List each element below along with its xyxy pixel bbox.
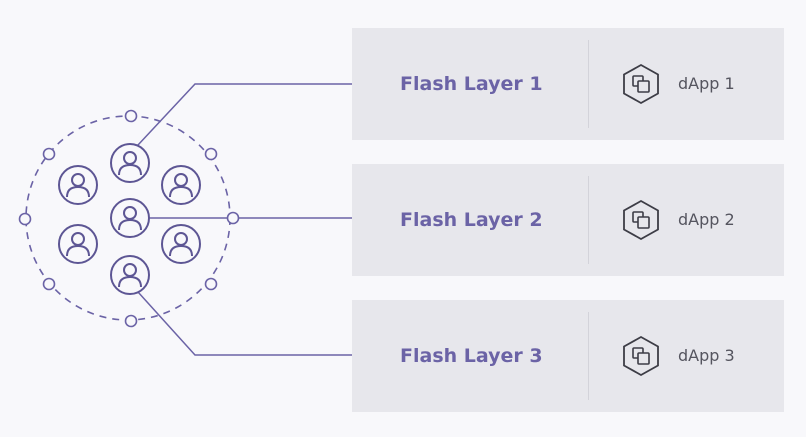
user-icon: [161, 165, 201, 205]
ring-node: [204, 147, 218, 161]
ring-node: [124, 314, 138, 328]
user-icons: [58, 143, 201, 295]
user-icon: [58, 224, 98, 264]
flash-layer-3-panel: Flash Layer 3 dApp 3: [352, 300, 784, 412]
ring-node-connector: [226, 211, 240, 225]
user-icon: [110, 143, 150, 183]
dapp-hexagon-icon: [623, 63, 659, 105]
dapp-hexagon-icon: [623, 335, 659, 377]
connector-lines: [137, 78, 380, 361]
panel-divider: [588, 312, 589, 400]
ring-node: [204, 277, 218, 291]
network-ring-nodes: [18, 109, 218, 328]
user-icon: [110, 198, 150, 238]
user-icon: [110, 255, 150, 295]
flash-layer-1-panel: Flash Layer 1 dApp 1: [352, 28, 784, 140]
dapp-hexagon-icon: [623, 199, 659, 241]
user-icon: [58, 165, 98, 205]
connector-layer-3: [137, 291, 380, 361]
flash-layer-title: Flash Layer 2: [400, 209, 543, 231]
panel-divider: [588, 176, 589, 264]
ring-node: [42, 147, 56, 161]
connector-layer-1: [137, 78, 380, 146]
ring-node: [42, 277, 56, 291]
ring-node: [124, 109, 138, 123]
ring-node: [18, 212, 32, 226]
flash-layer-title: Flash Layer 1: [400, 73, 543, 95]
dapp-label: dApp 2: [678, 210, 735, 229]
dapp-label: dApp 1: [678, 74, 735, 93]
flash-layer-title: Flash Layer 3: [400, 345, 543, 367]
dapp-label: dApp 3: [678, 346, 735, 365]
panel-divider: [588, 40, 589, 128]
flash-layer-2-panel: Flash Layer 2 dApp 2: [352, 164, 784, 276]
user-icon: [161, 224, 201, 264]
